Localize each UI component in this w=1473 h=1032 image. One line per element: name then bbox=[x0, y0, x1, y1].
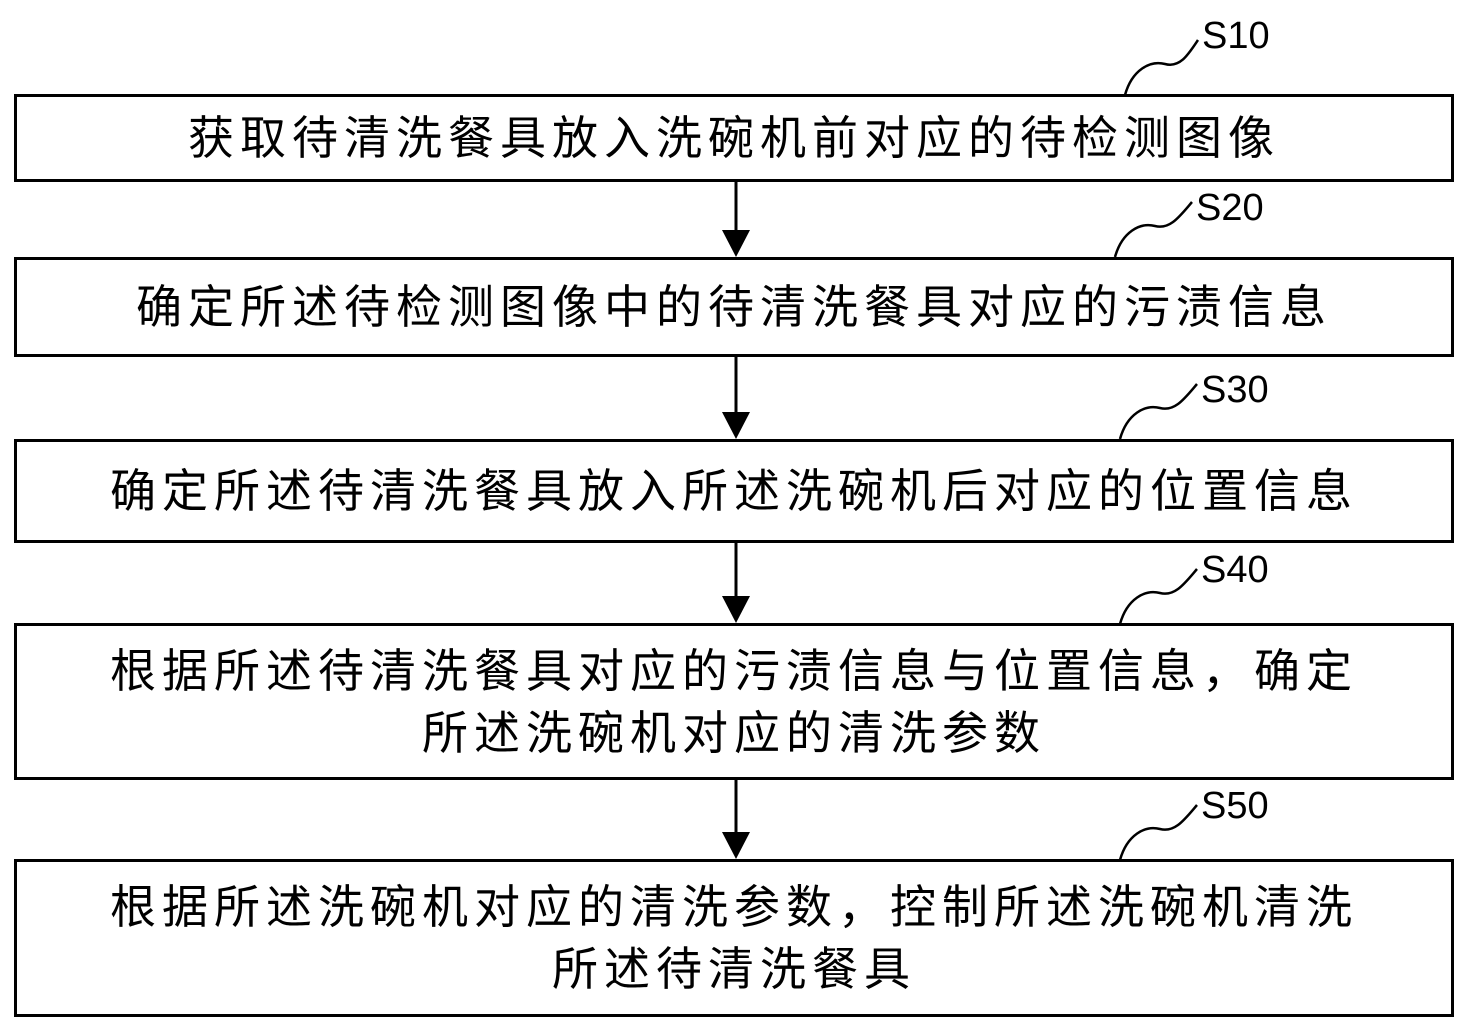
arrow-s10-to-s20 bbox=[722, 182, 750, 257]
step-text: 确定所述待检测图像中的待清洗餐具对应的污渍信息 bbox=[136, 280, 1332, 334]
leader-line-s10 bbox=[1123, 39, 1200, 96]
step-label-s50: S50 bbox=[1201, 785, 1269, 827]
leader-line-s50 bbox=[1118, 804, 1198, 861]
step-label-s10: S10 bbox=[1202, 15, 1270, 57]
step-text: 获取待清洗餐具放入洗碗机前对应的待检测图像 bbox=[188, 111, 1280, 165]
step-text-line-1: 根据所述待清洗餐具对应的污渍信息与位置信息，确定 bbox=[110, 643, 1358, 698]
arrow-s20-to-s30 bbox=[722, 357, 750, 439]
arrow-s30-to-s40 bbox=[722, 543, 750, 623]
step-text-line-1: 根据所述洗碗机对应的清洗参数，控制所述洗碗机清洗 bbox=[110, 880, 1358, 934]
step-label-s30: S30 bbox=[1201, 369, 1269, 411]
step-box-s40: 根据所述待清洗餐具对应的污渍信息与位置信息，确定 所述洗碗机对应的清洗参数 bbox=[14, 623, 1454, 780]
step-text: 确定所述待清洗餐具放入所述洗碗机后对应的位置信息 bbox=[110, 464, 1358, 518]
step-label-s20: S20 bbox=[1196, 187, 1264, 229]
step-box-s20: 确定所述待检测图像中的待清洗餐具对应的污渍信息 bbox=[14, 257, 1454, 357]
leader-line-s30 bbox=[1118, 383, 1198, 440]
step-text-line-2: 所述洗碗机对应的清洗参数 bbox=[422, 705, 1046, 760]
arrow-s40-to-s50 bbox=[722, 780, 750, 859]
leader-line-s20 bbox=[1113, 201, 1193, 258]
leader-line-s40 bbox=[1118, 568, 1198, 625]
step-box-s10: 获取待清洗餐具放入洗碗机前对应的待检测图像 bbox=[14, 94, 1454, 182]
step-text-line-2: 所述待清洗餐具 bbox=[552, 942, 916, 996]
step-box-s30: 确定所述待清洗餐具放入所述洗碗机后对应的位置信息 bbox=[14, 439, 1454, 543]
step-box-s50: 根据所述洗碗机对应的清洗参数，控制所述洗碗机清洗 所述待清洗餐具 bbox=[14, 859, 1454, 1017]
step-label-s40: S40 bbox=[1201, 549, 1269, 591]
